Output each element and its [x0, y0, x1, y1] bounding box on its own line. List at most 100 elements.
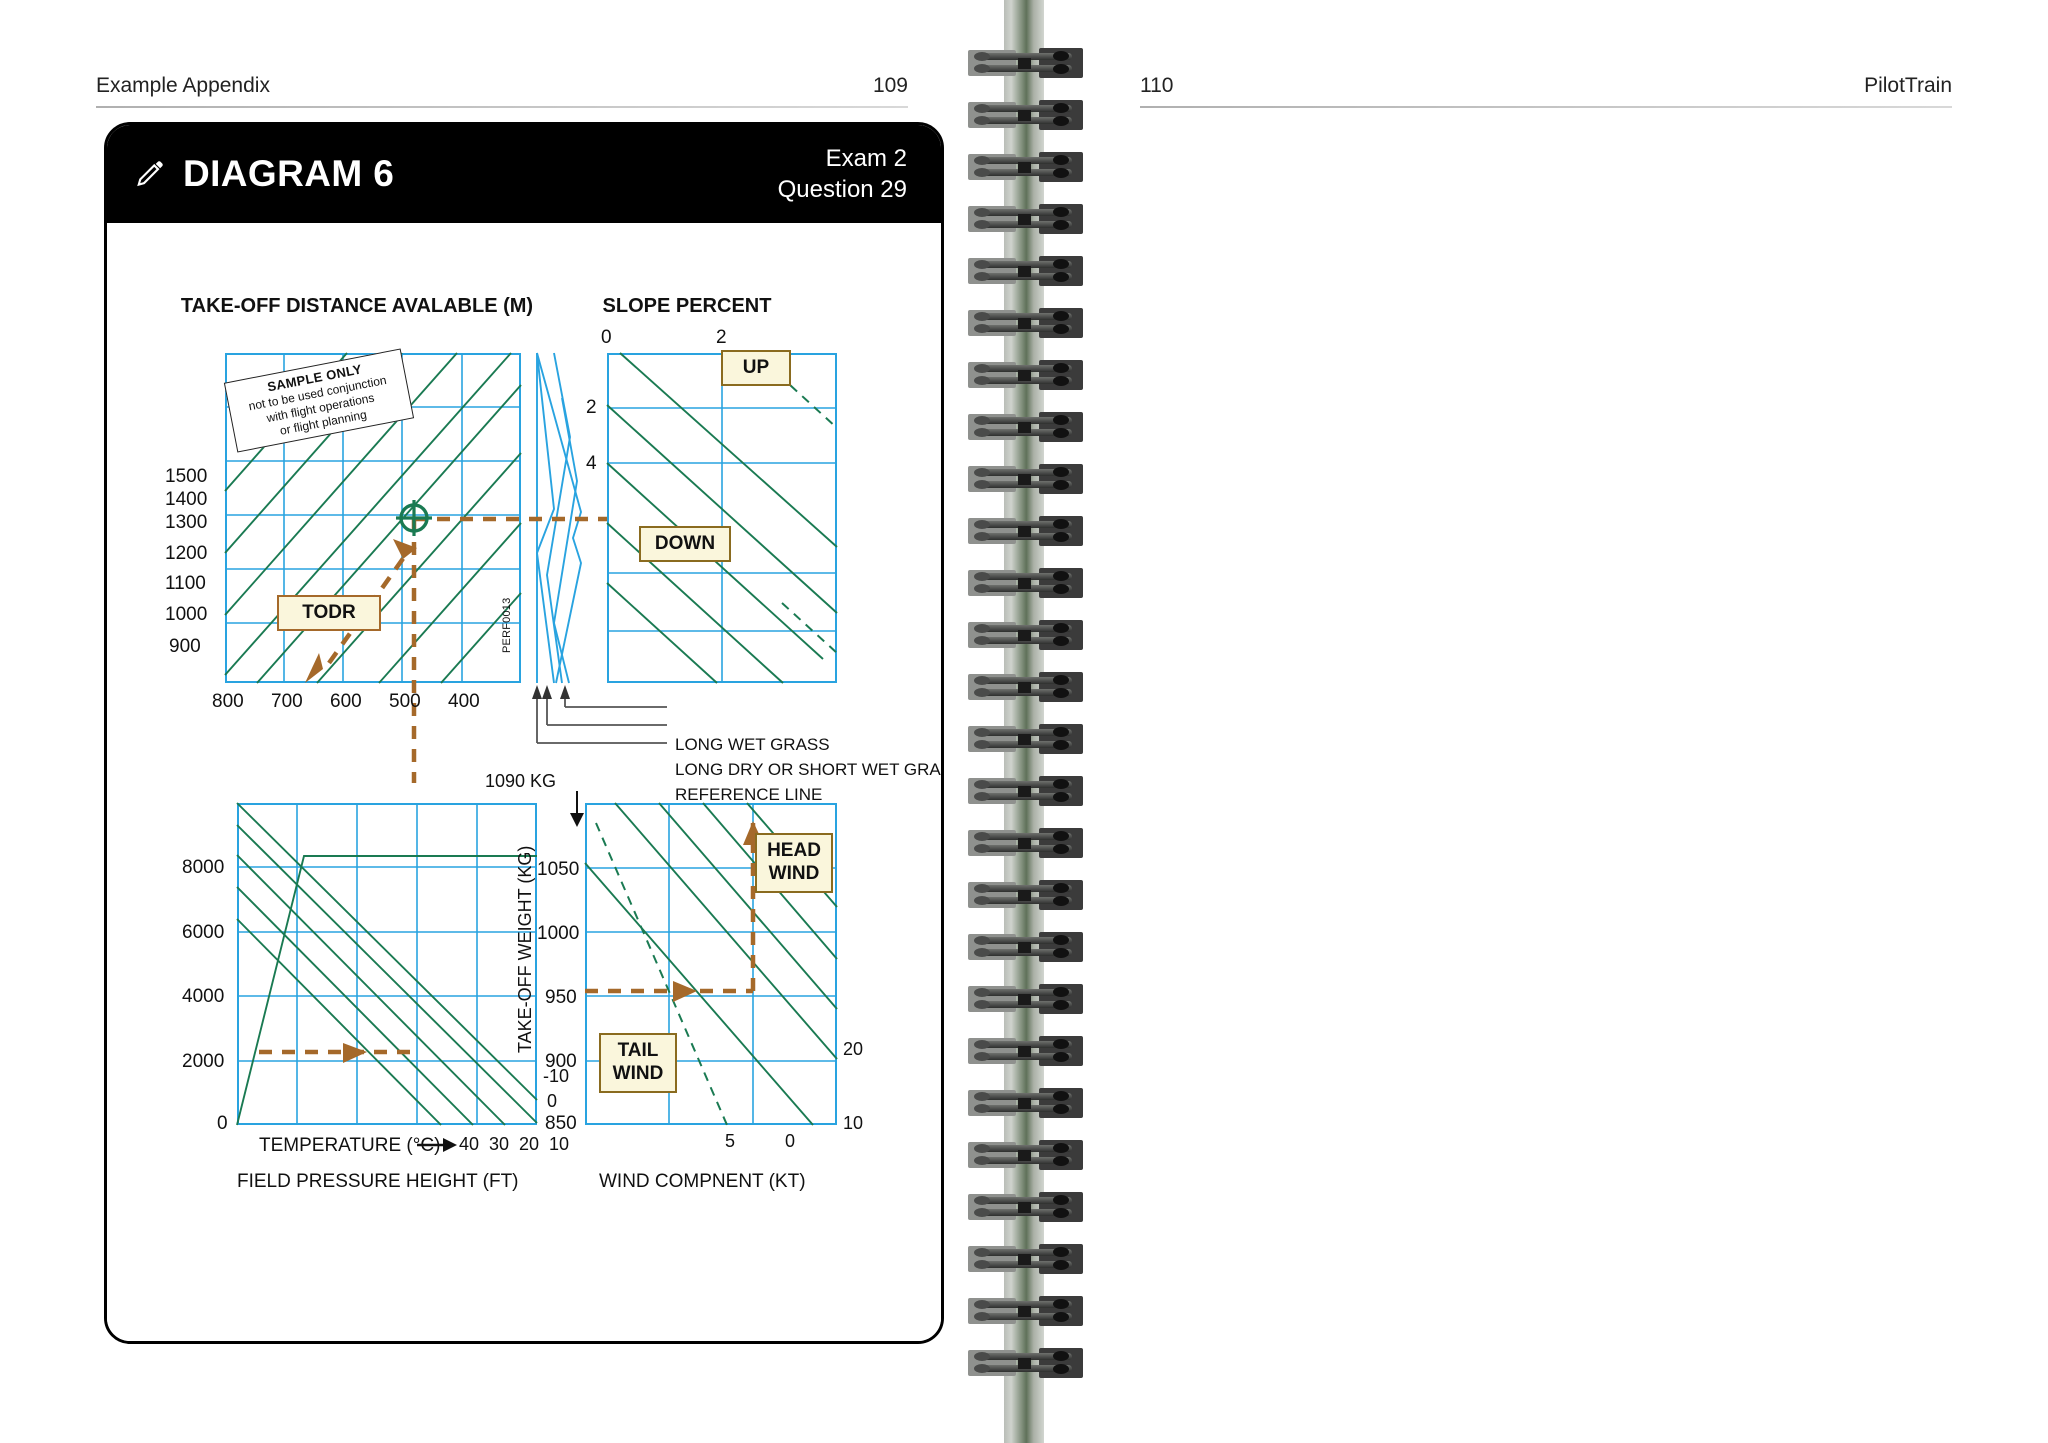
slope-lines: [606, 352, 838, 684]
tail-wind-callout: TAIL WIND: [599, 1033, 677, 1093]
tail-wind-line-1: TAIL: [617, 1040, 659, 1061]
fph-ytick-3: 2000: [182, 1051, 225, 1072]
fph-xtick-2: 20: [519, 1134, 540, 1154]
tail-wind-line-2: WIND: [612, 1062, 664, 1084]
toda-ytick-0: 1500: [165, 466, 208, 487]
arrowhead-down: [305, 653, 323, 683]
fph-xtick-0: 40: [459, 1134, 480, 1154]
wind-bottom-title: WIND COMPNENT (KT): [599, 1171, 806, 1192]
toda-xtick-3: 500: [389, 691, 421, 712]
wind-y-axis-label: TAKE-OFF WEIGHT (KG): [515, 845, 535, 1053]
binding-ring: [968, 1244, 1083, 1274]
fph-corner-tick-1: 0: [547, 1091, 558, 1111]
arrowhead-up: [393, 539, 417, 559]
todr-callout: TODR: [277, 595, 381, 631]
right-page: 110 PilotTrain DIAGRAM 7 Exam 2 Question…: [1044, 0, 2048, 1443]
fph-corner-tick-0: -10: [543, 1066, 570, 1086]
binding-ring: [968, 360, 1083, 390]
binding-ring: [968, 776, 1083, 806]
binding-ring: [968, 828, 1083, 858]
header-right-title: PilotTrain: [1864, 74, 1952, 97]
head-wind-callout: HEAD WIND: [755, 833, 833, 893]
diagram-6-exam-block: Exam 2 Question 29: [778, 143, 907, 205]
fph-ytick-0: 8000: [182, 857, 225, 878]
wind-ytick-0: 1050: [537, 859, 580, 880]
binding-ring: [968, 932, 1083, 962]
fph-xtick-3: 10: [549, 1134, 570, 1154]
fph-xtick-1: 30: [489, 1134, 510, 1154]
wind-xtick-1: 0: [785, 1131, 796, 1151]
binding-ring: [968, 1192, 1083, 1222]
binding-ring: [968, 1036, 1083, 1066]
toda-ytick-5: 1000: [165, 604, 208, 625]
binding-ring: [968, 100, 1083, 130]
binding-ring: [968, 880, 1083, 910]
fph-bottom-title: FIELD PRESSURE HEIGHT (FT): [237, 1171, 519, 1192]
header-left-title: Example Appendix: [96, 74, 270, 97]
binding-ring: [968, 1348, 1083, 1378]
head-wind-line-1: HEAD: [767, 840, 821, 861]
wind-ytick-3: 900: [545, 1051, 577, 1072]
toda-ytick-1: 1400: [165, 489, 208, 510]
diagram-6-body: TAKE-OFF DISTANCE AVALABLE (M): [107, 223, 944, 1341]
binding-ring: [968, 1140, 1083, 1170]
toda-xtick-4: 400: [448, 691, 480, 712]
header-rule: [96, 106, 908, 108]
binding-ring: [968, 308, 1083, 338]
header-rule: [1140, 106, 1952, 108]
wind-right-tick-1: 10: [843, 1113, 864, 1133]
binding-ring: [968, 256, 1083, 286]
toda-xtick-2: 600: [330, 691, 362, 712]
surface-legend-2: REFERENCE LINE: [675, 785, 823, 804]
diagram-6-question: Question 29: [777, 176, 907, 203]
toda-chart-title: TAKE-OFF DISTANCE AVALABLE (M): [180, 295, 534, 317]
toda-ytick-3: 1200: [165, 543, 208, 564]
binding-ring: [968, 1088, 1083, 1118]
binding-ring: [968, 464, 1083, 494]
slope-left-tick-1: 4: [586, 453, 597, 474]
slope-left-tick-0: 2: [586, 397, 597, 418]
surface-legend-1: LONG DRY OR SHORT WET GRASS: [675, 760, 944, 779]
binding-ring: [968, 672, 1083, 702]
wind-ytick-4: 850: [545, 1113, 577, 1134]
diagram-6-card: DIAGRAM 6 Exam 2 Question 29 TAKE-OFF DI…: [104, 122, 944, 1344]
binding-ring: [968, 48, 1083, 78]
fph-ytick-4: 0: [217, 1113, 228, 1134]
slope-top-tick-0: 0: [601, 327, 612, 348]
wind-ytick-2: 950: [545, 987, 577, 1008]
right-page-number: 110: [1140, 74, 1174, 97]
left-page-header: Example Appendix 109: [96, 74, 908, 108]
diagram-6-exam: Exam 2: [825, 144, 907, 172]
binding-ring: [968, 412, 1083, 442]
right-page-header: 110 PilotTrain: [1140, 74, 1952, 108]
wind-xtick-0: 5: [725, 1131, 736, 1151]
wind-right-tick-0: 20: [843, 1039, 864, 1059]
weight-annotation: 1090 KG: [485, 771, 557, 791]
toda-ytick-6: 900: [169, 636, 201, 657]
binding-ring: [968, 152, 1083, 182]
binding-ring: [968, 568, 1083, 598]
binding-ring: [968, 516, 1083, 546]
binding-ring: [968, 984, 1083, 1014]
surface-legend-0: LONG WET GRASS: [675, 735, 830, 754]
fph-ytick-2: 4000: [182, 986, 225, 1007]
fph-axis-arrow: [417, 1138, 457, 1152]
left-page: Example Appendix 109 DIAGRAM 6 Exam 2 Qu…: [0, 0, 1004, 1443]
slope-up-callout: UP: [721, 350, 791, 386]
left-page-number: 109: [872, 74, 908, 97]
slope-down-callout: DOWN: [639, 526, 731, 562]
diagram-6-header: DIAGRAM 6 Exam 2 Question 29: [107, 125, 941, 223]
binding-ring: [968, 620, 1083, 650]
fph-ytick-1: 6000: [182, 922, 225, 943]
pencil-icon: [137, 161, 163, 187]
binding-ring: [968, 724, 1083, 754]
binding-ring: [968, 204, 1083, 234]
fph-lines: [236, 802, 538, 1126]
toda-ytick-2: 1300: [165, 512, 208, 533]
slope-top-tick-1: 2: [716, 327, 727, 348]
toda-target-marker: [396, 500, 432, 536]
wind-ytick-1: 1000: [537, 923, 580, 944]
toda-xtick-0: 800: [212, 691, 244, 712]
toda-ytick-4: 1100: [165, 573, 206, 594]
